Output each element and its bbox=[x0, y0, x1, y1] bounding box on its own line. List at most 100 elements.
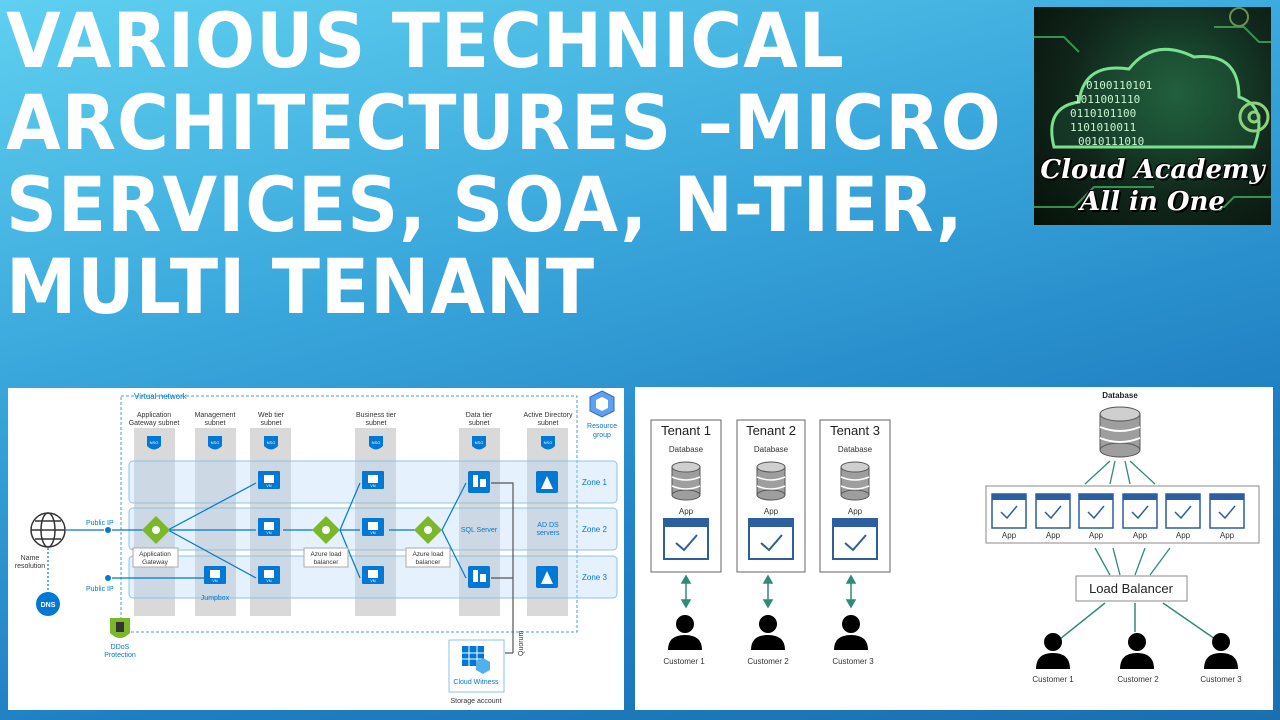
logo-text-line-1: Cloud Academy bbox=[1040, 155, 1265, 185]
nsg-label-1: NSG bbox=[150, 440, 159, 445]
cloud-witness-label: Cloud Witness bbox=[453, 679, 499, 686]
title-line-1: VARIOUS TECHNICAL bbox=[6, 0, 845, 85]
nsg-label-6: NSG bbox=[544, 440, 553, 445]
vm-label-jumpbox: VM bbox=[212, 579, 217, 583]
ddos-label-2: Protection bbox=[104, 652, 136, 659]
title-line-2: ARCHITECTURES –MICRO bbox=[6, 78, 1002, 167]
col-label-business-2: subnet bbox=[365, 420, 386, 427]
zone-2-label: Zone 2 bbox=[582, 525, 607, 534]
multi-customer-person-icon bbox=[1036, 633, 1238, 669]
nsg-label-3: NSG bbox=[267, 440, 276, 445]
col-label-ad-1: Active Directory bbox=[523, 412, 573, 419]
nsg-label-5: NSG bbox=[475, 440, 484, 445]
vm-label-biz-3: VM bbox=[370, 579, 375, 583]
app-instance-label-3: App bbox=[1089, 531, 1104, 540]
tenant-2-label: Tenant 2 bbox=[746, 423, 796, 438]
sql-server-label: SQL Server bbox=[461, 527, 498, 534]
tenant-3-db-label: Database bbox=[838, 445, 873, 454]
app-gateway-label-2: Gateway bbox=[142, 559, 168, 566]
storage-account-label: Storage account bbox=[451, 698, 502, 705]
load-balancer-label: Load Balancer bbox=[1089, 581, 1174, 596]
col-label-app-gateway-1: Application bbox=[137, 412, 171, 419]
load-balancer-icon bbox=[312, 516, 442, 544]
app-instance-icon bbox=[991, 493, 1245, 529]
lb-label-box-1 bbox=[303, 547, 349, 568]
multi-customer-1-label: Customer 1 bbox=[1032, 675, 1074, 684]
ntier-architecture-diagram: Virtual network Resource group Applicati… bbox=[8, 388, 624, 710]
col-label-web-1: Web tier bbox=[258, 412, 285, 419]
storage-table-icon bbox=[462, 646, 490, 674]
cloud-outline-icon bbox=[1050, 47, 1261, 149]
vm-label-web-2: VM bbox=[266, 531, 271, 535]
cloud-logo-graphic: 0100110101 1011001110 0110101100 1101010… bbox=[1034, 7, 1271, 213]
app-instance-label-6: App bbox=[1220, 531, 1235, 540]
tenant-3-app-label: App bbox=[848, 507, 863, 516]
multi-customer-2-label: Customer 2 bbox=[1117, 675, 1159, 684]
tenant-customer-3-label: Customer 3 bbox=[832, 657, 874, 666]
col-label-management-2: subnet bbox=[204, 420, 225, 427]
app-gateway-label-1: Application bbox=[139, 551, 171, 558]
load-balancer-box bbox=[1075, 575, 1188, 602]
tenant-1-db-label: Database bbox=[669, 445, 704, 454]
virtual-network-boundary bbox=[120, 395, 578, 633]
shared-database-label: Database bbox=[1102, 391, 1138, 400]
col-label-web-2: subnet bbox=[260, 420, 281, 427]
logo-binary-3: 0110101100 bbox=[1070, 107, 1136, 120]
multi-customer-3-label: Customer 3 bbox=[1200, 675, 1242, 684]
lb-label-box-2 bbox=[405, 547, 451, 568]
app-instance-label-5: App bbox=[1176, 531, 1191, 540]
app-instance-label-1: App bbox=[1002, 531, 1017, 540]
app-gateway-icon bbox=[142, 516, 170, 544]
resource-group-label-2: group bbox=[593, 432, 611, 439]
logo-binary-5: 0010111010 bbox=[1078, 135, 1144, 148]
public-ip-label-1: Public IP bbox=[86, 520, 114, 527]
title-line-4: MULTI TENANT bbox=[6, 242, 596, 331]
tenant-2-app-label: App bbox=[764, 507, 779, 516]
virtual-network-label: Virtual network bbox=[134, 392, 188, 401]
col-label-business-1: Business tier bbox=[356, 412, 397, 419]
nsg-shield-icon bbox=[147, 436, 555, 450]
nsg-label-2: NSG bbox=[211, 440, 220, 445]
tenant-3-label: Tenant 3 bbox=[830, 423, 880, 438]
management-subnet bbox=[195, 428, 236, 616]
col-label-data-1: Data tier bbox=[466, 412, 493, 419]
cloud-academy-logo: 0100110101 1011001110 0110101100 1101010… bbox=[1034, 7, 1271, 225]
app-instance-label-4: App bbox=[1133, 531, 1148, 540]
title-line-3: SERVICES, SOA, N-TIER, bbox=[6, 160, 964, 249]
logo-binary-4: 1101010011 bbox=[1070, 121, 1136, 134]
vm-label-biz-2: VM bbox=[370, 531, 375, 535]
col-label-ad-2: subnet bbox=[537, 420, 558, 427]
ddos-label-1: DDoS bbox=[111, 644, 130, 651]
lb-label-1b: balancer bbox=[314, 559, 340, 566]
multi-tenant-diagram: Tenant 1 Tenant 2 Tenant 3 Database Data… bbox=[635, 387, 1273, 710]
logo-binary-2: 1011001110 bbox=[1074, 93, 1140, 106]
database-icon bbox=[671, 461, 870, 501]
vm-label-web-3: VM bbox=[266, 579, 271, 583]
adds-label-1: AD DS bbox=[537, 522, 559, 529]
zone-1-label: Zone 1 bbox=[582, 478, 607, 487]
logo-text-line-2: All in One bbox=[1080, 187, 1225, 217]
resource-group-label-1: Resource bbox=[587, 423, 617, 430]
ddos-shield-icon bbox=[110, 618, 130, 638]
app-instance-label-2: App bbox=[1046, 531, 1061, 540]
logo-binary-1: 0100110101 bbox=[1086, 79, 1152, 92]
dns-label: DNS bbox=[41, 602, 56, 609]
name-resolution-label-1: Name bbox=[21, 555, 40, 562]
app-gateway-label-box bbox=[132, 547, 179, 568]
col-label-management-1: Management bbox=[195, 412, 236, 419]
name-resolution-label-2: resolution bbox=[15, 563, 45, 570]
quorum-label: Quorum bbox=[518, 631, 525, 656]
page-title: VARIOUS TECHNICAL ARCHITECTURES –MICRO S… bbox=[6, 0, 1002, 331]
lb-label-2b: balancer bbox=[416, 559, 442, 566]
dns-icon bbox=[36, 592, 60, 616]
tenant-2-db-label: Database bbox=[754, 445, 789, 454]
zone-3-label: Zone 3 bbox=[582, 573, 607, 582]
gear-icon bbox=[1238, 101, 1270, 133]
vm-label-biz-1: VM bbox=[370, 484, 375, 488]
jumpbox-label: Jumpbox bbox=[201, 595, 230, 602]
resource-group-icon bbox=[589, 390, 615, 418]
vm-label-web-1: VM bbox=[266, 484, 271, 488]
col-label-data-2: subnet bbox=[468, 420, 489, 427]
tenant-customer-1-label: Customer 1 bbox=[663, 657, 705, 666]
gear-icon-small bbox=[1229, 7, 1249, 27]
